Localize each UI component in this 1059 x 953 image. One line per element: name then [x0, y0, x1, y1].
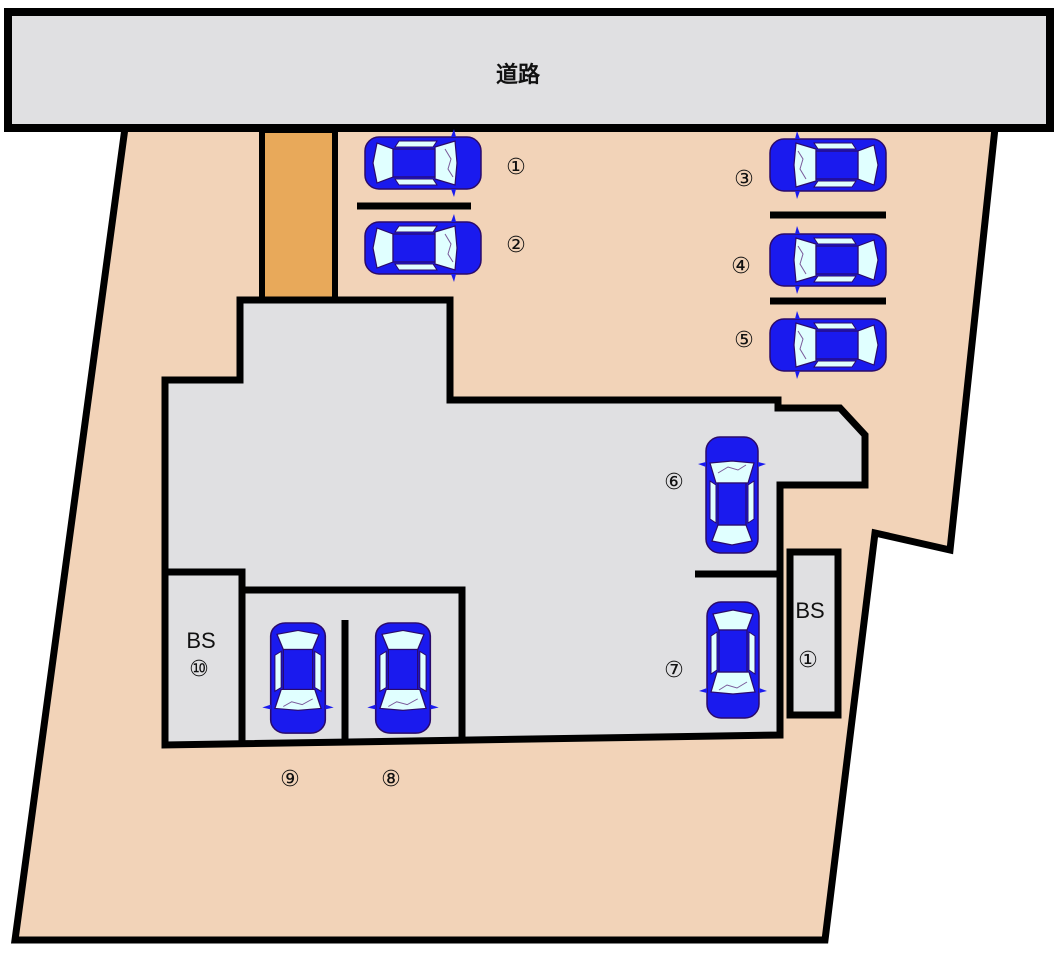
space-label-9: ⑨ [280, 766, 300, 791]
car-icon-space-1 [364, 128, 482, 198]
bike-space-10-number: ⑩ [189, 656, 209, 681]
car-icon-space-7 [698, 601, 768, 719]
bike-space-10-label: BS [186, 628, 215, 653]
space-label-7: ⑦ [664, 657, 684, 682]
car-icon-space-3 [769, 130, 887, 200]
bike-space-1-number: ① [798, 647, 818, 672]
space-label-8: ⑧ [381, 766, 401, 791]
car-icon-space-6 [697, 436, 767, 554]
car-icon-space-5 [769, 310, 887, 380]
space-label-6: ⑥ [664, 469, 684, 494]
car-icon-space-2 [364, 213, 482, 283]
space-label-4: ④ [731, 253, 751, 278]
road-label: 道路 [496, 62, 541, 87]
car-icon-space-9 [261, 622, 335, 734]
space-label-2: ② [506, 232, 526, 257]
space-label-3: ③ [734, 166, 754, 191]
walkway [259, 127, 338, 303]
bike-space-1-label: BS [795, 598, 824, 623]
space-label-1: ① [506, 154, 526, 179]
road: 道路 [4, 8, 1054, 132]
space-label-5: ⑤ [734, 327, 754, 352]
car-icon-space-4 [769, 225, 887, 295]
bike-space-1 [786, 548, 842, 719]
car-icon-space-8 [366, 622, 440, 734]
drive-area [161, 296, 869, 749]
